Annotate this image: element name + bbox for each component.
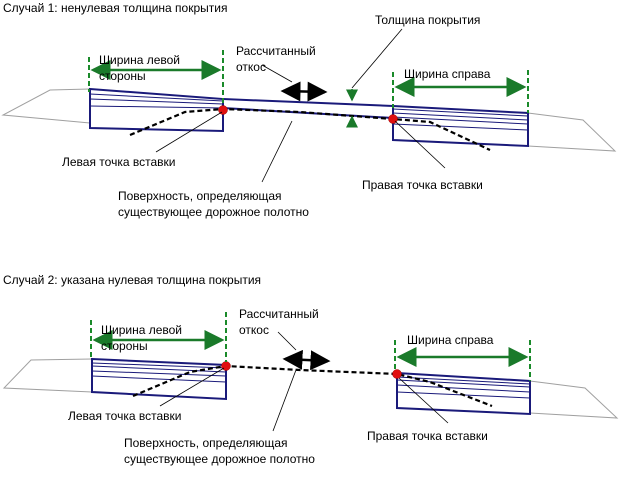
left-insertion-point: [221, 361, 231, 371]
surface-label-line1: Поверхность, определяющая: [124, 436, 288, 450]
case-2-title: Случай 2: указана нулевая толщина покрыт…: [3, 273, 261, 287]
left-subassembly: [91, 357, 227, 401]
right-insert-label: Правая точка вставки: [367, 429, 488, 443]
left-width-label-line2: стороны: [99, 69, 146, 83]
surface-label-line1: Поверхность, определяющая: [118, 189, 282, 203]
right-width-label: Ширина справа: [404, 67, 491, 81]
right-insert-leader: [398, 377, 449, 424]
calc-slope-label-line2: откос: [239, 323, 269, 337]
existing-surface-line: [129, 107, 491, 151]
left-insert-leader: [159, 367, 225, 407]
pavement-top-line: [222, 98, 394, 107]
left-daylight-line: [2, 358, 93, 393]
left-width-label-line1: Ширина левой: [99, 53, 180, 67]
left-width-label-line2: стороны: [101, 339, 148, 353]
left-insertion-point: [218, 105, 228, 115]
thickness-leader: [351, 28, 403, 89]
right-insertion-point: [392, 369, 402, 379]
surface-leader: [272, 369, 297, 432]
calc-slope-label-line1: Рассчитанный: [236, 44, 316, 58]
left-subassembly: [89, 87, 224, 133]
surface-label-line2: существующее дорожное полотно: [118, 205, 309, 219]
left-insert-label: Левая точка вставки: [62, 155, 175, 169]
right-subassembly: [392, 104, 529, 148]
right-daylight-line: [529, 380, 619, 419]
left-width-label-line1: Ширина левой: [101, 323, 182, 337]
surface-leader: [261, 120, 293, 183]
left-insert-leader: [155, 111, 223, 153]
calc-slope-leader: [261, 64, 293, 83]
left-daylight-line: [1, 88, 91, 124]
calc-slope-label-line2: откос: [236, 60, 266, 74]
calculated-slope-arrow: [282, 349, 331, 371]
left-insert-label: Левая точка вставки: [68, 409, 181, 423]
thickness-label: Толщина покрытия: [375, 13, 480, 27]
right-insert-leader: [394, 120, 446, 169]
case-1-group: Случай 1: ненулевая толщина покрытия: [1, 1, 617, 219]
existing-surface-line: [132, 364, 493, 408]
calc-slope-label-line1: Рассчитанный: [239, 307, 319, 321]
right-daylight-line: [527, 112, 617, 152]
case-2-group: Случай 2: указана нулевая толщина покрыт…: [2, 273, 619, 466]
calc-slope-leader: [277, 331, 297, 351]
calculated-slope-arrow: [280, 81, 328, 102]
case-1-title: Случай 1: ненулевая толщина покрытия: [3, 1, 227, 15]
surface-label-line2: существующее дорожное полотно: [124, 452, 315, 466]
right-width-label: Ширина справа: [407, 333, 494, 347]
right-insert-label: Правая точка вставки: [362, 178, 483, 192]
pavement-bottom-line: [222, 107, 394, 119]
